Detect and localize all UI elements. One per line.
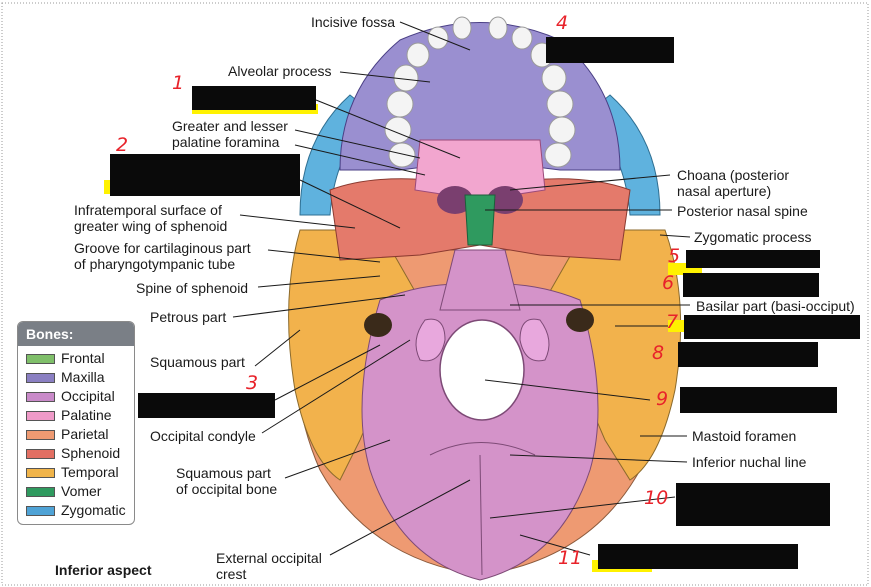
- leader-lines: [232, 21, 695, 556]
- label-infratemporal-line1: Infratemporal surface of: [74, 202, 222, 218]
- legend-swatch: [26, 354, 55, 365]
- annotation-number-11: 11: [558, 547, 583, 569]
- redacted-label-10: [676, 483, 830, 526]
- legend-label: Zygomatic: [61, 502, 126, 518]
- annotation-number-3: 3: [246, 372, 259, 394]
- annotation-number-6: 6: [662, 272, 675, 294]
- annotation-number-7: 7: [666, 311, 679, 333]
- legend-item-palatine: Palatine: [26, 407, 112, 423]
- label-groove-line1: Groove for cartilaginous part: [74, 240, 251, 256]
- label-choana-line2: nasal aperture): [677, 183, 772, 199]
- legend-swatch: [26, 468, 55, 479]
- redacted-label-6: [683, 273, 819, 297]
- label-alveolar-process: Alveolar process: [228, 63, 332, 79]
- legend-swatch: [26, 392, 55, 403]
- temporal-bone-right: [544, 229, 682, 481]
- legend-label: Maxilla: [61, 369, 105, 385]
- label-infratemporal-line2: greater wing of sphenoid: [74, 218, 228, 234]
- label-petrous-part: Petrous part: [150, 309, 227, 325]
- legend-item-sphenoid: Sphenoid: [26, 445, 120, 461]
- temporal-bone-left: [288, 229, 421, 481]
- label-incisive-fossa: Incisive fossa: [311, 14, 396, 30]
- label-palatine-foramina-line1: Greater and lesser: [172, 118, 288, 134]
- legend-item-parietal: Parietal: [26, 426, 108, 442]
- legend-item-zygomatic: Zygomatic: [26, 502, 126, 518]
- legend-swatch: [26, 430, 55, 441]
- label-choana-line1: Choana (posterior: [677, 167, 790, 183]
- label-inferior-aspect: Inferior aspect: [55, 562, 152, 578]
- legend-swatch: [26, 506, 55, 517]
- label-mastoid-foramen: Mastoid foramen: [692, 428, 797, 444]
- redacted-label-4: [546, 37, 674, 63]
- choana-left: [437, 186, 473, 214]
- legend-label: Parietal: [61, 426, 109, 442]
- annotation-number-5: 5: [668, 245, 681, 267]
- legend-item-temporal: Temporal: [26, 464, 119, 480]
- legend-label: Occipital: [61, 388, 115, 404]
- legend-title: Bones:: [18, 322, 134, 346]
- redacted-label-8: [678, 342, 818, 367]
- redacted-label-9: [680, 387, 837, 413]
- legend-label: Temporal: [61, 464, 119, 480]
- vomer-bone: [464, 194, 496, 246]
- legend-swatch: [26, 449, 55, 460]
- inferior-nuchal-line: [429, 442, 536, 456]
- legend-item-frontal: Frontal: [26, 350, 105, 366]
- annotation-number-8: 8: [652, 342, 665, 364]
- ear-canal-left: [364, 313, 392, 337]
- annotation-number-9: 9: [656, 388, 669, 410]
- label-external-occipital-crest-line2: crest: [216, 566, 247, 582]
- teeth: [384, 16, 576, 168]
- annotation-number-4: 4: [556, 12, 569, 34]
- palatine-bone: [414, 139, 546, 201]
- redacted-label-7: [684, 315, 860, 339]
- legend-label: Frontal: [61, 350, 105, 366]
- legend-swatch: [26, 373, 55, 384]
- ear-canal-right: [566, 308, 594, 332]
- legend-item-occipital: Occipital: [26, 388, 115, 404]
- label-occipital-condyle: Occipital condyle: [150, 428, 256, 444]
- label-palatine-foramina-line2: palatine foramina: [172, 134, 280, 150]
- basilar-part: [439, 249, 521, 311]
- legend-label: Sphenoid: [61, 445, 121, 461]
- label-posterior-nasal-spine: Posterior nasal spine: [677, 203, 808, 219]
- legend-label: Palatine: [61, 407, 112, 423]
- legend-label: Vomer: [61, 483, 102, 499]
- annotation-number-1: 1: [172, 72, 185, 94]
- annotation-number-2: 2: [116, 134, 129, 156]
- choana-right: [487, 186, 523, 214]
- label-squamous-occipital-line2: of occipital bone: [176, 481, 278, 497]
- redacted-label-3: [138, 393, 275, 418]
- legend-swatch: [26, 411, 55, 422]
- occipital-condyle-left: [415, 318, 446, 362]
- occipital-condyle-right: [519, 318, 550, 362]
- label-squamous-occipital-line1: Squamous part: [176, 465, 271, 481]
- label-external-occipital-crest-line1: External occipital: [216, 550, 322, 566]
- redacted-label-1: [192, 86, 316, 110]
- external-occipital-crest: [479, 454, 483, 576]
- annotation-number-10: 10: [644, 487, 669, 509]
- label-basilar-part: Basilar part (basi-occiput): [696, 298, 855, 314]
- label-squamous-part: Squamous part: [150, 354, 245, 370]
- label-groove-line2: of pharyngotympanic tube: [74, 256, 236, 272]
- label-zygomatic-process: Zygomatic process: [694, 229, 812, 245]
- redacted-label-2: [110, 154, 300, 196]
- legend-item-vomer: Vomer: [26, 483, 101, 499]
- foramen-magnum: [439, 319, 525, 421]
- redacted-label-11: [598, 544, 798, 569]
- redacted-label-5: [686, 250, 820, 268]
- label-inferior-nuchal-line: Inferior nuchal line: [692, 454, 807, 470]
- legend-swatch: [26, 487, 55, 498]
- legend-item-maxilla: Maxilla: [26, 369, 105, 385]
- bones-legend: Bones: Frontal Maxilla Occipital Palatin…: [17, 321, 135, 525]
- label-spine-of-sphenoid: Spine of sphenoid: [136, 280, 249, 296]
